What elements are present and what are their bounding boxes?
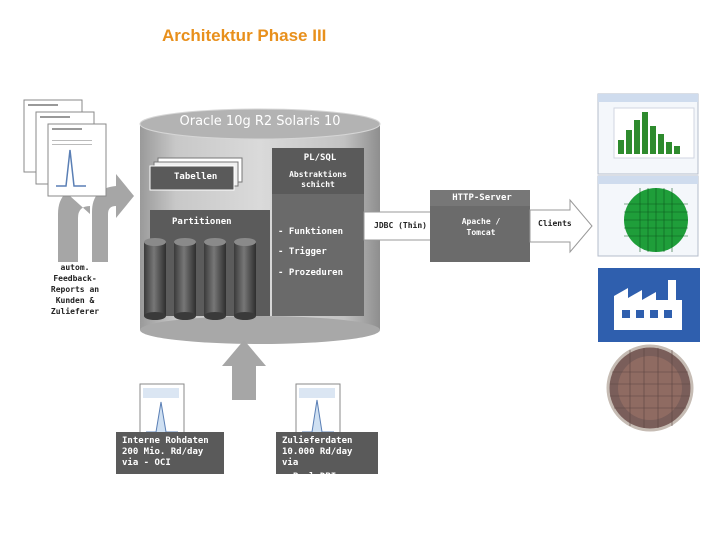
wafer-map-page-icon <box>597 175 699 257</box>
supplier-data-document-icon <box>295 383 341 439</box>
http-server-header: HTTP-Server <box>452 193 512 203</box>
procedures-label: - Prozeduren <box>278 268 344 278</box>
supplier-data-method: - Perl DBI <box>282 472 337 482</box>
database-label: Oracle 10g R2 Solaris 10 <box>179 114 341 129</box>
diagram-title: Architektur Phase III <box>162 26 327 45</box>
table-stack-front <box>149 165 235 191</box>
apache-tomcat-label: Apache / Tomcat <box>461 217 501 237</box>
supplier-data-label: Zulieferdaten 10.000 Rd/day via <box>282 436 353 468</box>
jdbc-label: JDBC (Thin) <box>374 221 427 230</box>
tables-label: Tabellen <box>174 172 218 182</box>
trigger-label: - Trigger <box>278 247 327 257</box>
factory-icon <box>598 268 700 342</box>
report-document-icon <box>23 99 107 197</box>
internal-raw-data-label: Interne Rohdaten 200 Mio. Rd/day via - O… <box>122 436 209 468</box>
input-arrow <box>222 340 266 400</box>
partitions-label: Partitionen <box>172 217 232 227</box>
partition-cylinders <box>144 238 256 320</box>
internal-data-document-icon <box>139 383 185 439</box>
internal-raw-data-box: Interne Rohdaten 200 Mio. Rd/day via - O… <box>116 432 224 474</box>
plsql-label: PL/SQL <box>303 153 337 163</box>
clients-arrow <box>529 198 593 254</box>
supplier-data-box: Zulieferdaten 10.000 Rd/day via - Perl D… <box>276 432 378 482</box>
clients-label: Clients <box>538 219 572 228</box>
functions-label: - Funktionen <box>278 227 344 237</box>
wafer-icon <box>598 344 700 432</box>
web-page-icon <box>597 93 699 175</box>
abstraction-layer-label: Abstraktions schicht <box>289 170 347 189</box>
feedback-reports-label: autom. Feedback-Reports an Kunden & Zuli… <box>50 263 100 316</box>
